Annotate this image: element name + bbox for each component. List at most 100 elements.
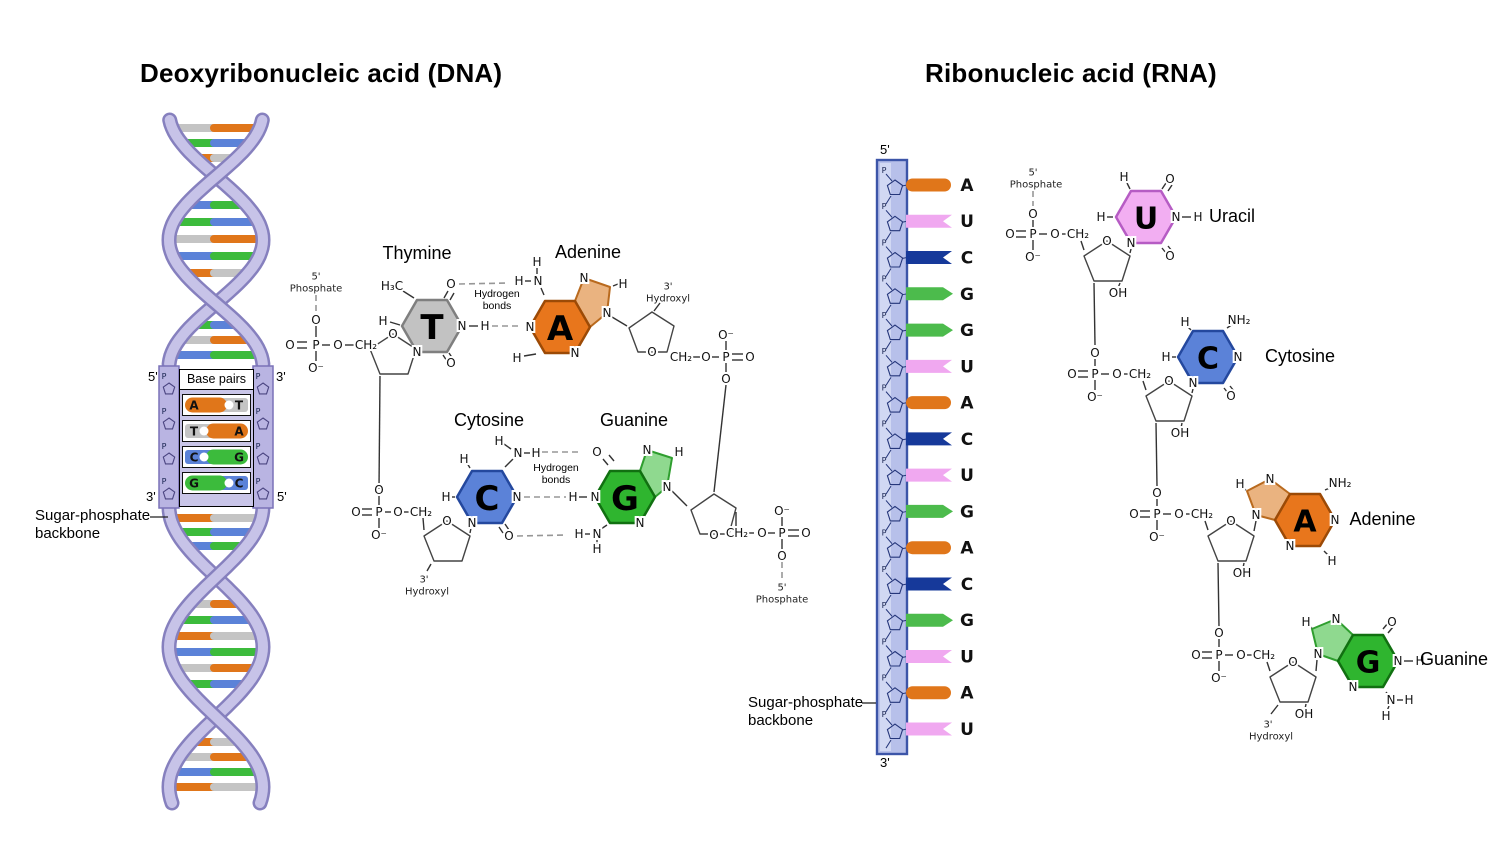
svg-text:N: N (413, 345, 422, 359)
guanine-label: Guanine (599, 410, 669, 430)
svg-text:O⁻: O⁻ (308, 361, 324, 375)
svg-text:O: O (446, 277, 455, 291)
svg-text:O⁻: O⁻ (718, 328, 734, 342)
svg-text:N: N (1234, 350, 1243, 364)
svg-text:Phosphate: Phosphate (756, 595, 809, 606)
svg-text:H: H (531, 446, 540, 460)
svg-text:O: O (1174, 507, 1183, 521)
svg-text:O: O (351, 505, 360, 519)
svg-text:P: P (1215, 648, 1222, 662)
svg-text:N: N (1189, 376, 1198, 390)
rna-3prime-label: 3' (880, 755, 890, 770)
svg-text:H: H (1119, 170, 1128, 184)
dna-backbone-line2: backbone (35, 525, 101, 542)
svg-text:N: N (636, 516, 645, 530)
svg-text:H: H (514, 274, 523, 288)
svg-text:O: O (709, 528, 718, 542)
svg-text:G: G (960, 611, 974, 631)
svg-text:N: N (580, 271, 589, 285)
svg-text:P: P (778, 526, 785, 540)
svg-text:C: C (1197, 342, 1219, 377)
svg-text:T: T (190, 425, 199, 439)
svg-text:C: C (961, 248, 973, 268)
pointer-lines (150, 516, 876, 704)
svg-text:P: P (1029, 227, 1036, 241)
svg-text:N: N (571, 346, 580, 360)
svg-text:3': 3' (419, 575, 428, 586)
svg-text:H: H (512, 351, 521, 365)
svg-text:CH₂: CH₂ (410, 505, 432, 519)
svg-text:A: A (960, 176, 974, 196)
base-pairs-header: Base pairs (180, 370, 253, 390)
svg-text:C: C (961, 575, 973, 595)
svg-text:O: O (374, 483, 383, 497)
svg-text:5': 5' (777, 583, 786, 594)
svg-text:N: N (1394, 654, 1403, 668)
svg-text:U: U (960, 212, 974, 232)
svg-text:P: P (375, 505, 382, 519)
svg-text:P: P (882, 202, 887, 211)
dna-backbone-label: Sugar-phosphate backbone (35, 507, 150, 543)
svg-text:N: N (514, 446, 523, 460)
svg-text:CH₂: CH₂ (726, 526, 748, 540)
svg-text:U: U (960, 466, 974, 486)
hydrogen-bonds-label-cg: Hydrogen bonds (521, 462, 591, 486)
svg-text:5': 5' (311, 272, 320, 283)
dna-corner-5prime-br: 5' (277, 489, 287, 504)
svg-text:C: C (475, 479, 500, 519)
svg-text:H: H (378, 314, 387, 328)
hydrogen-bonds-line1: Hydrogen (533, 462, 579, 474)
svg-text:P: P (882, 420, 887, 429)
svg-text:N: N (591, 490, 600, 504)
svg-text:N: N (534, 274, 543, 288)
svg-text:P: P (882, 674, 887, 683)
svg-text:P: P (882, 492, 887, 501)
hydrogen-bonds-line2: bonds (482, 300, 512, 312)
svg-text:N: N (513, 490, 522, 504)
hydrogen-bonds-line2: bonds (541, 474, 571, 486)
svg-text:N: N (468, 516, 477, 530)
svg-text:P: P (256, 407, 261, 416)
svg-text:O: O (388, 327, 397, 341)
svg-text:O: O (333, 338, 342, 352)
hydrogen-bonds-line1: Hydrogen (474, 288, 520, 300)
guanine-rna-label: Guanine (1419, 649, 1489, 669)
svg-text:H: H (1180, 315, 1189, 329)
svg-text:N: N (1286, 539, 1295, 553)
svg-text:N: N (1172, 210, 1181, 224)
svg-text:A: A (960, 684, 974, 704)
svg-text:3': 3' (663, 282, 672, 293)
svg-text:O: O (1387, 615, 1396, 629)
svg-text:C: C (190, 451, 199, 465)
hydrogen-bonds-label-ta: Hydrogen bonds (462, 288, 532, 312)
rna-backbone-line2: backbone (748, 712, 814, 729)
svg-text:N: N (1252, 508, 1261, 522)
svg-text:G: G (960, 321, 974, 341)
svg-text:P: P (256, 477, 261, 486)
svg-text:P: P (882, 529, 887, 538)
svg-text:O: O (1288, 655, 1297, 669)
svg-text:O: O (1090, 346, 1099, 360)
svg-text:O: O (442, 514, 451, 528)
svg-text:H: H (574, 527, 583, 541)
svg-text:CH₂: CH₂ (1067, 227, 1089, 241)
svg-text:C: C (235, 477, 244, 491)
svg-text:N: N (1314, 647, 1323, 661)
svg-text:N: N (1332, 612, 1341, 626)
svg-text:O: O (504, 529, 513, 543)
svg-text:O: O (592, 445, 601, 459)
svg-text:P: P (882, 565, 887, 574)
svg-text:U: U (1134, 202, 1158, 237)
svg-text:O⁻: O⁻ (1025, 250, 1041, 264)
svg-text:N: N (603, 306, 612, 320)
svg-text:CH₂: CH₂ (1129, 367, 1151, 381)
svg-text:CH₂: CH₂ (670, 350, 692, 364)
svg-text:Hydroxyl: Hydroxyl (1249, 732, 1293, 743)
svg-text:H: H (674, 445, 683, 459)
